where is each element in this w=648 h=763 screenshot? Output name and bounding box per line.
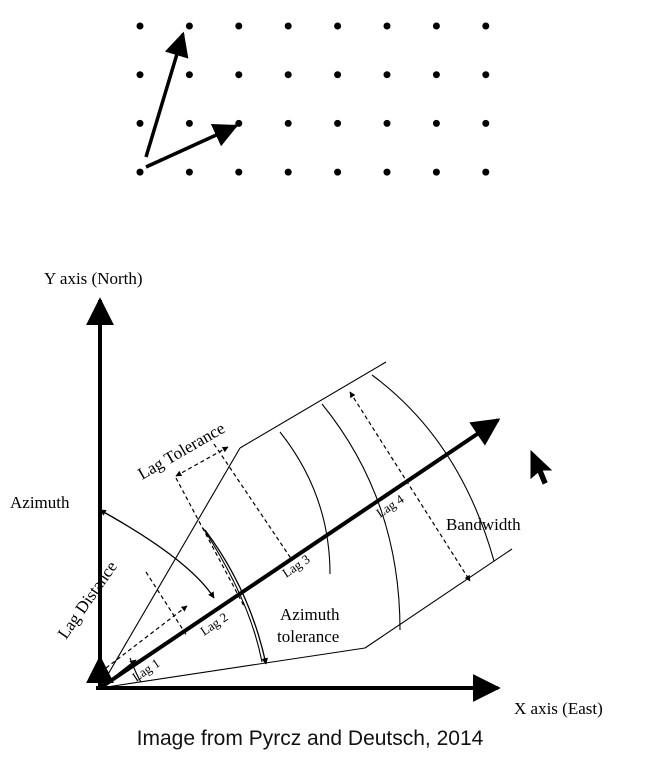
lag-distance-ext1 [145,571,188,637]
mouse-cursor-icon [530,449,553,485]
lag-tolerance-ext1 [175,477,245,607]
grid-point [136,168,144,176]
grid-point [185,22,193,30]
lag1-vector [99,659,137,689]
lag-distance-arrow [105,605,188,669]
y-axis-label: Y axis (North) [44,269,143,288]
azimuth-arc [99,509,215,599]
grid-point [185,168,193,176]
lag4-label: Lag 4 [373,491,407,520]
lag1-label: Lag 1 [129,655,162,684]
lag-boundary-3 [279,431,331,575]
grid-point [284,22,292,30]
lag-boundary-4 [321,403,401,631]
lag-vector-steep [144,31,189,158]
grid-point [432,119,440,127]
bandwidth-limit-lower [364,548,513,649]
grid-point [383,168,391,176]
grid-point [136,119,144,127]
x-axis-label: X axis (East) [514,699,603,718]
grid-point [432,22,440,30]
bandwidth-limit-upper [239,361,387,449]
grid-point [185,71,193,79]
grid-point [185,119,193,127]
grid-point [334,71,342,79]
grid-point [334,22,342,30]
grid-point [334,168,342,176]
lag-tolerance-ext2 [213,443,293,561]
grid-point [136,71,144,79]
tolerance-line-upper [99,447,241,689]
grid-point [334,119,342,127]
grid-point [432,168,440,176]
grid-point [432,71,440,79]
grid-point [482,71,490,79]
data-point-grid [136,22,490,176]
grid-point [235,168,243,176]
bandwidth-label: Bandwidth [446,515,521,534]
azimuth-label: Azimuth [10,493,70,512]
lag2-label: Lag 2 [197,609,230,638]
grid-point [482,119,490,127]
grid-point [284,168,292,176]
lag3-label: Lag 3 [279,551,312,580]
figure-caption: Image from Pyrcz and Deutsch, 2014 [136,727,484,750]
grid-point [235,119,243,127]
grid-point [482,168,490,176]
grid-point [383,119,391,127]
grid-point [383,22,391,30]
grid-point [284,71,292,79]
azimuth-tolerance-label-line1: Azimuth [280,605,340,624]
grid-point [136,22,144,30]
grid-point [482,22,490,30]
lag-vector-shallow [145,123,239,169]
grid-point [383,71,391,79]
grid-point [235,71,243,79]
bandwidth-arrow [349,391,471,582]
dimension-lines [105,391,471,669]
azimuth-tolerance-label-line2: tolerance [277,627,339,646]
lag-tolerance-label: Lag Tolerance [135,418,229,483]
tolerance-line-lower [99,647,366,689]
grid-point [284,119,292,127]
grid-point [235,22,243,30]
lag-distance-label: Lag Distance [54,558,121,643]
